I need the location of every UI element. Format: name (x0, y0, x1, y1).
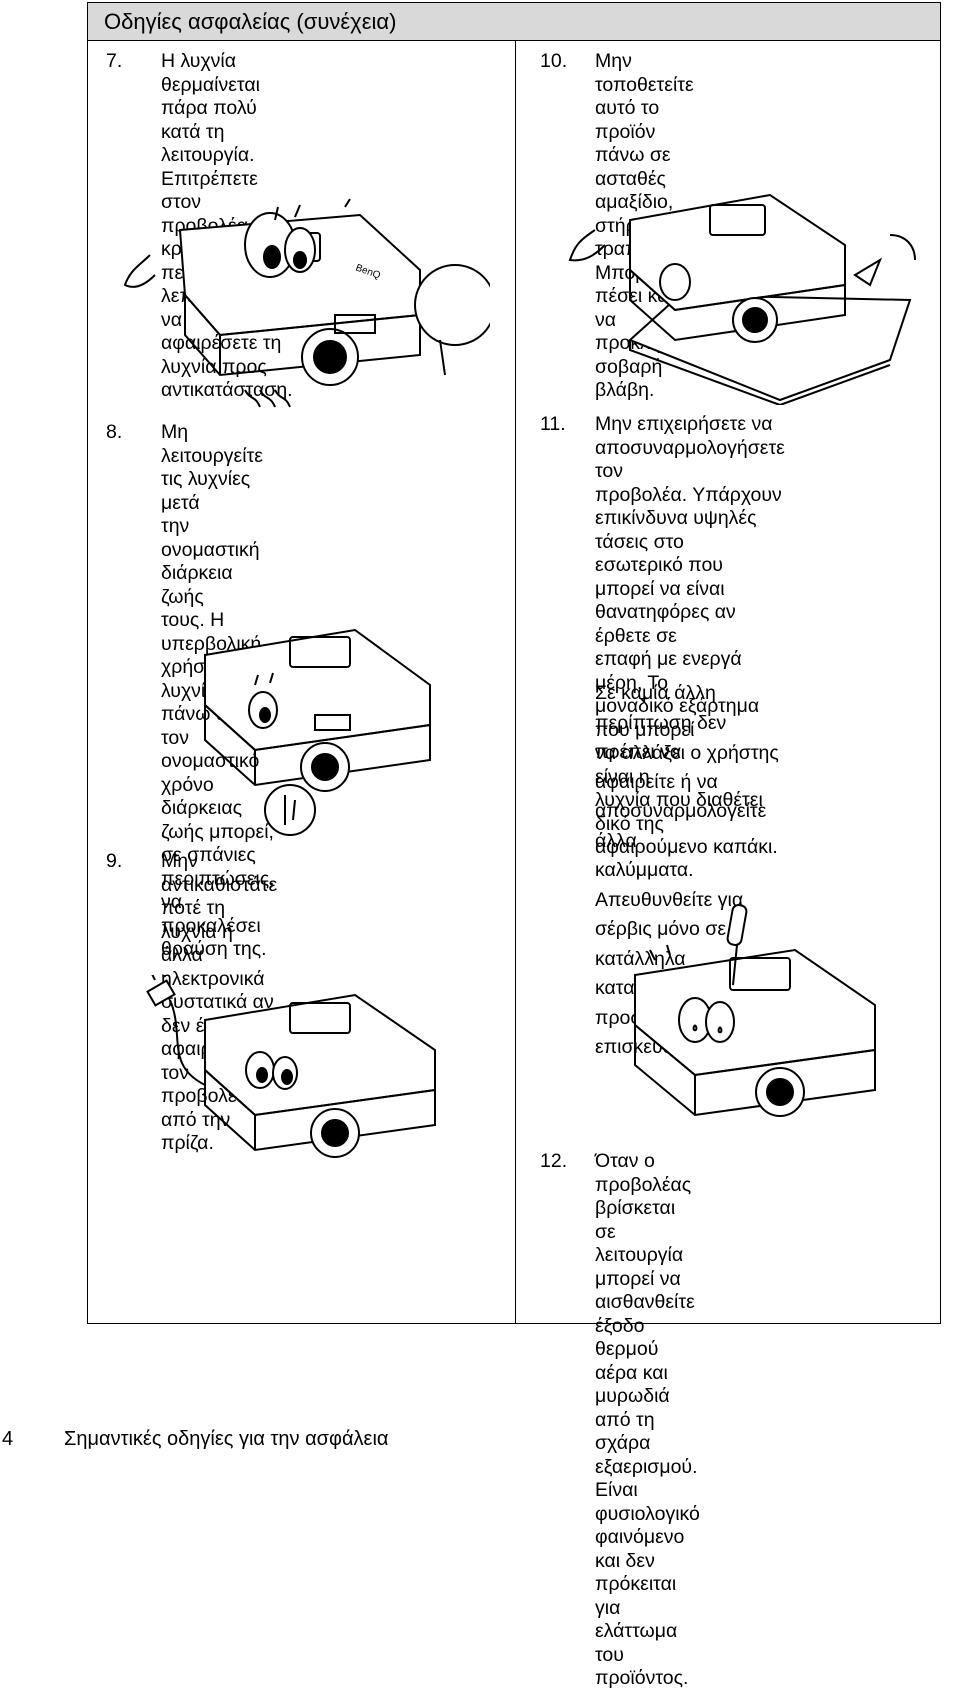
footer-section-title: Σημαντικές οδηγίες για την ασφάλεια (64, 1428, 389, 1450)
item-number: 9. (106, 850, 123, 872)
projector-hot-illustration: BenQ (123, 198, 490, 408)
item-number: 7. (106, 50, 123, 72)
projector-unstable-cart-illustration (568, 193, 916, 405)
content-frame: Οδηγίες ασφαλείας (συνέχεια) (87, 2, 941, 1324)
header-bar: Οδηγίες ασφαλείας (συνέχεια) (88, 3, 940, 41)
item-number: 10. (540, 50, 568, 72)
item-number: 8. (106, 421, 123, 443)
item-number: 11. (540, 413, 566, 435)
projector-disassemble-illustration (634, 904, 876, 1117)
item-text: Όταν ο προβολέας βρίσκεται σε λειτουργία… (595, 1150, 700, 1689)
item-text: Σε καμία άλλη περίπτωση δεν πρέπει να αφ… (595, 682, 767, 1058)
projector-unplug-illustration (146, 975, 436, 1158)
item-text: Μην επιχειρήσετε να αποσυναρμολογήσετε τ… (595, 413, 785, 858)
page-number: 4 (2, 1428, 14, 1450)
projector-lamp-life-illustration (204, 628, 431, 836)
column-divider (515, 41, 516, 1323)
item-number: 12. (540, 1150, 568, 1172)
page-title: Οδηγίες ασφαλείας (συνέχεια) (104, 9, 397, 34)
